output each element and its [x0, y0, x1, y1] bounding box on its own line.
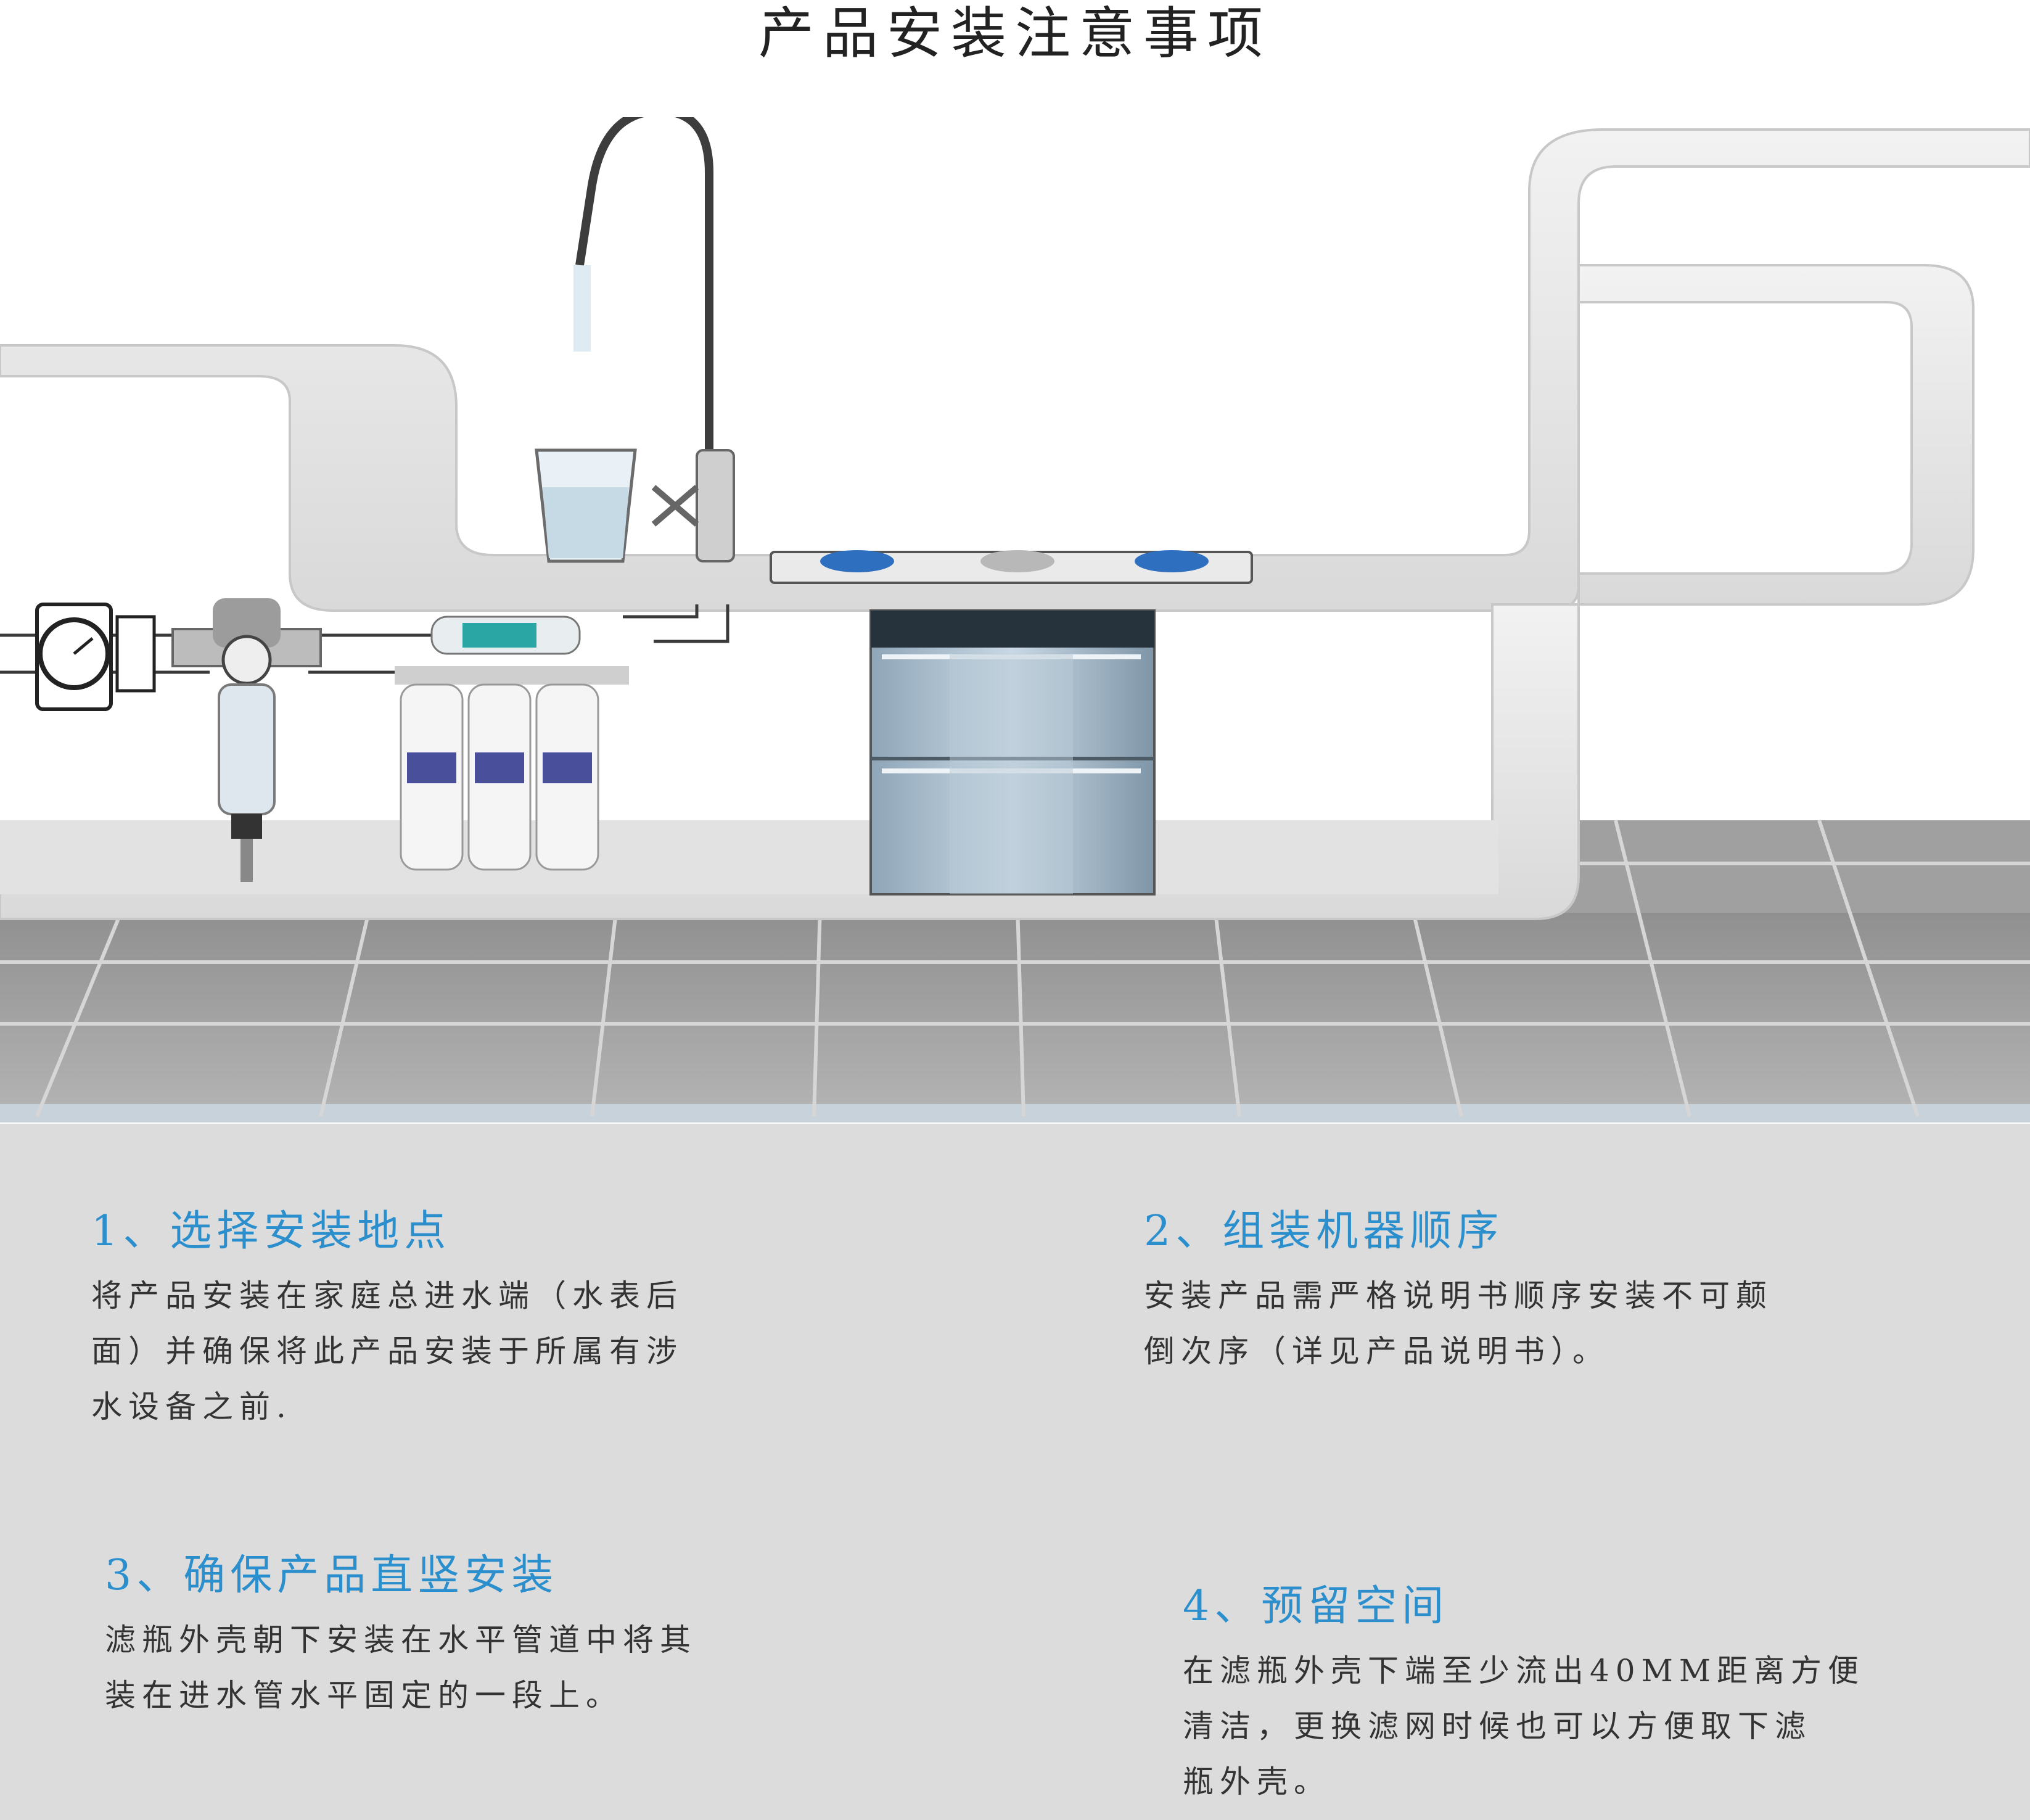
kitchen-illustration [0, 106, 2030, 1122]
note-1: 1、选择安装地点 将产品安装在家庭总进水端（水表后 面）并确保将此产品安装于所属… [91, 1204, 770, 1435]
note-1-line: 将产品安装在家庭总进水端（水表后 [91, 1278, 683, 1314]
note-2-body: 安装产品需严格说明书顺序安装不可颠 倒次序（详见产品说明书）。 [1144, 1268, 1884, 1379]
prefilter-icon [171, 598, 322, 882]
stove-icon [770, 550, 1253, 584]
note-2: 2、组装机器顺序 安装产品需严格说明书顺序安装不可颠 倒次序（详见产品说明书）。 [1144, 1204, 1884, 1379]
note-3: 3、确保产品直竖安装 滤瓶外壳朝下安装在水平管道中将其 装在进水管水平固定的一段… [105, 1548, 814, 1723]
note-2-line: 安装产品需严格说明书顺序安装不可颠 [1144, 1278, 1773, 1314]
note-1-line: 水设备之前. [91, 1389, 292, 1425]
note-4: 4、预留空间 在滤瓶外壳下端至少流出40MM距离方便 清洁，更换滤网时候也可以方… [1183, 1579, 1954, 1810]
install-notes-panel: 1、选择安装地点 将产品安装在家庭总进水端（水表后 面）并确保将此产品安装于所属… [0, 1124, 2030, 1820]
note-4-heading: 4、预留空间 [1183, 1582, 1449, 1631]
note-4-line: 在滤瓶外壳下端至少流出40MM距离方便 [1183, 1653, 1865, 1689]
note-3-body: 滤瓶外壳朝下安装在水平管道中将其 装在进水管水平固定的一段上。 [105, 1612, 814, 1723]
note-1-heading: 1、选择安装地点 [91, 1207, 451, 1256]
dishwasher-cabinet-icon [869, 609, 1156, 896]
note-2-line: 倒次序（详见产品说明书）。 [1144, 1333, 1609, 1369]
note-3-line: 滤瓶外壳朝下安装在水平管道中将其 [105, 1622, 697, 1658]
kitchen-scene-svg [0, 106, 2030, 1122]
note-2-heading: 2、组装机器顺序 [1144, 1207, 1504, 1256]
note-4-body: 在滤瓶外壳下端至少流出40MM距离方便 清洁，更换滤网时候也可以方便取下滤 瓶外… [1183, 1643, 1954, 1810]
page-title: 产品安装注意事项 [758, 1, 1272, 66]
note-4-line: 清洁，更换滤网时候也可以方便取下滤 [1183, 1708, 1812, 1744]
glass-icon [535, 448, 637, 563]
note-4-line: 瓶外壳。 [1183, 1764, 1331, 1800]
note-3-line: 装在进水管水平固定的一段上。 [105, 1678, 623, 1713]
note-1-line: 面）并确保将此产品安装于所属有涉 [91, 1333, 683, 1369]
ro-purifier-icon [395, 616, 629, 871]
water-meter-icon [35, 603, 156, 711]
note-1-body: 将产品安装在家庭总进水端（水表后 面）并确保将此产品安装于所属有涉 水设备之前. [91, 1268, 770, 1435]
note-3-heading: 3、确保产品直竖安装 [105, 1551, 559, 1600]
